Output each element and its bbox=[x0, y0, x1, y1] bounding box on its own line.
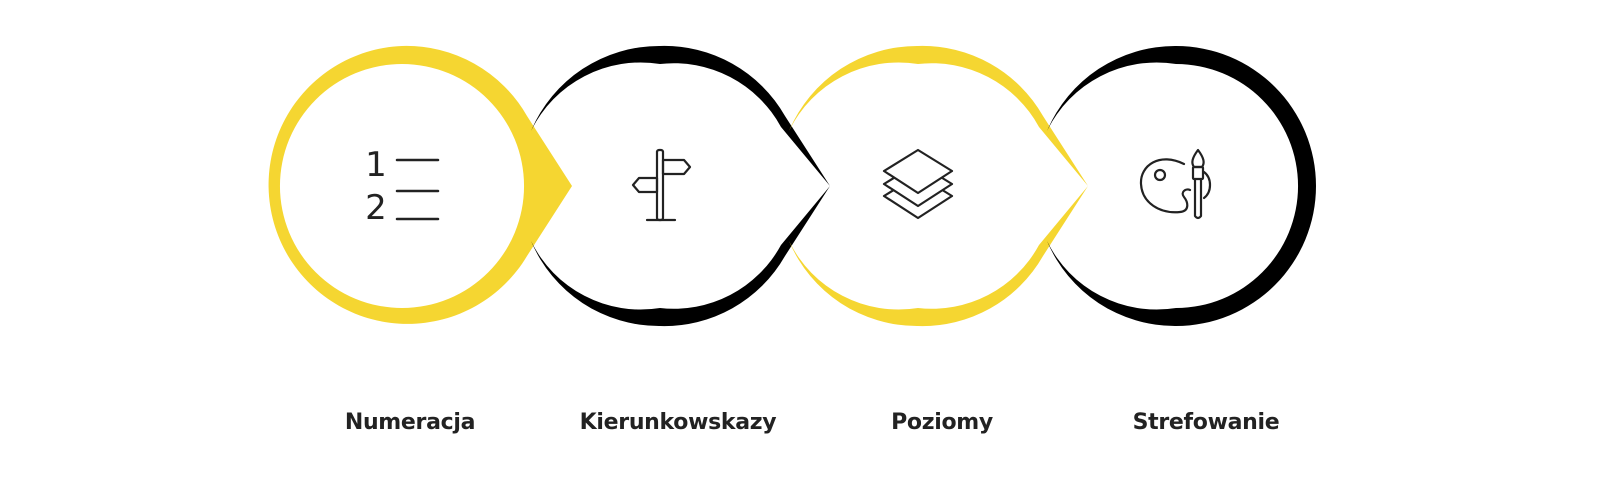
layers-icon bbox=[882, 148, 954, 220]
numbered-list-icon: 1 2 bbox=[365, 145, 440, 228]
svg-text:2: 2 bbox=[365, 188, 387, 228]
step-1-ring bbox=[268, 45, 572, 324]
step-4-ring bbox=[1047, 45, 1316, 327]
step-label-kierunkowskazy: Kierunkowskazy bbox=[579, 410, 777, 435]
signpost-icon bbox=[631, 148, 692, 222]
svg-text:1: 1 bbox=[365, 145, 387, 185]
step-2-ring bbox=[531, 45, 830, 327]
step-label-numeracja: Numeracja bbox=[344, 410, 476, 435]
step-label-poziomy: Poziomy bbox=[891, 410, 993, 435]
palette-icon bbox=[1139, 148, 1212, 220]
step-label-strefowanie: Strefowanie bbox=[1132, 410, 1280, 435]
